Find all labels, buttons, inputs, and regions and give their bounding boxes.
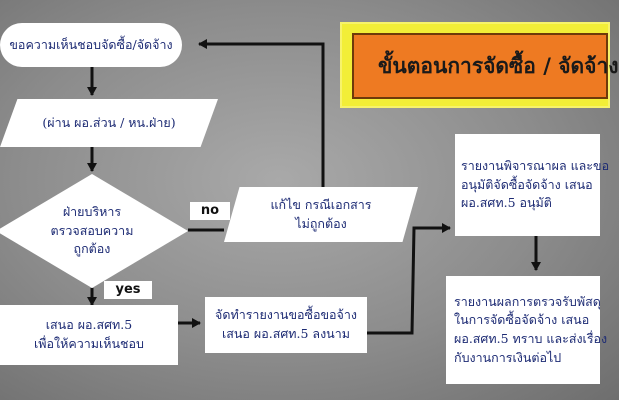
node-propose: เสนอ ผอ.สศท.5 เพื่อให้ความเห็นชอบ	[0, 305, 178, 365]
node-report: รายงานผลการตรวจรับพัสดุ ในการจัดซื้อจัดจ…	[446, 276, 607, 384]
consider-line-1: รายงานพิจารณาผล และขอ	[461, 157, 610, 173]
node-request: ขอความเห็นชอบจัดซื้อ/จัดจ้าง	[0, 23, 182, 67]
request-line-1: ขอความเห็นชอบจัดซื้อ/จัดจ้าง	[9, 36, 173, 52]
arrow-prepare-to-consider	[367, 223, 451, 335]
report-line-2: ในการจัดซื้อจัดจ้าง เสนอ	[454, 312, 590, 328]
via-line-1: (ผ่าน ผอ.ส่วน / หน.ฝ่าย)	[42, 114, 176, 130]
decision-line-2: ตรวจสอบความ	[50, 222, 134, 238]
decision-line-1: ฝ่ายบริหาร	[62, 203, 122, 219]
fix-line-1: แก้ไข กรณีเอกสาร	[270, 196, 372, 212]
diagram-title: ขั้นตอนการจัดซื้อ / จัดจ้าง	[378, 53, 619, 78]
propose-line-2: เพื่อให้ความเห็นชอบ	[34, 336, 144, 351]
label-no: no	[190, 202, 230, 220]
prepare-line-2: เสนอ ผอ.สศท.5 ลงนาม	[221, 326, 350, 341]
connectors	[87, 39, 541, 335]
node-fix: แก้ไข กรณีเอกสาร ไม่ถูกต้อง	[224, 187, 418, 242]
propose-line-1: เสนอ ผอ.สศท.5	[45, 317, 133, 333]
fix-line-2: ไม่ถูกต้อง	[295, 215, 347, 231]
consider-line-2: อนุมัติจัดซื้อจัดจ้าง เสนอ	[461, 176, 593, 192]
title-banner: ขั้นตอนการจัดซื้อ / จัดจ้าง	[340, 22, 619, 108]
node-consider: รายงานพิจารณาผล และขอ อนุมัติจัดซื้อจัดจ…	[455, 134, 609, 236]
report-line-4: กับงานการเงินต่อไป	[454, 349, 562, 365]
label-yes: yes	[104, 281, 152, 299]
title-banner-inner: ขั้นตอนการจัดซื้อ / จัดจ้าง	[352, 33, 619, 99]
arrow-fix-to-request	[198, 39, 325, 187]
node-via: (ผ่าน ผอ.ส่วน / หน.ฝ่าย)	[0, 99, 218, 147]
prepare-line-1: จัดทำรายงานขอซื้อขอจ้าง	[215, 307, 357, 323]
report-line-1: รายงานผลการตรวจรับพัสดุ	[454, 293, 601, 309]
report-line-3: ผอ.สศท.5 ทราบ และส่งเรื่อง	[454, 331, 608, 346]
node-prepare: จัดทำรายงานขอซื้อขอจ้าง เสนอ ผอ.สศท.5 ลง…	[205, 297, 367, 353]
decision-line-3: ถูกต้อง	[73, 241, 111, 257]
consider-line-3: ผอ.สศท.5 อนุมัติ	[461, 195, 552, 211]
